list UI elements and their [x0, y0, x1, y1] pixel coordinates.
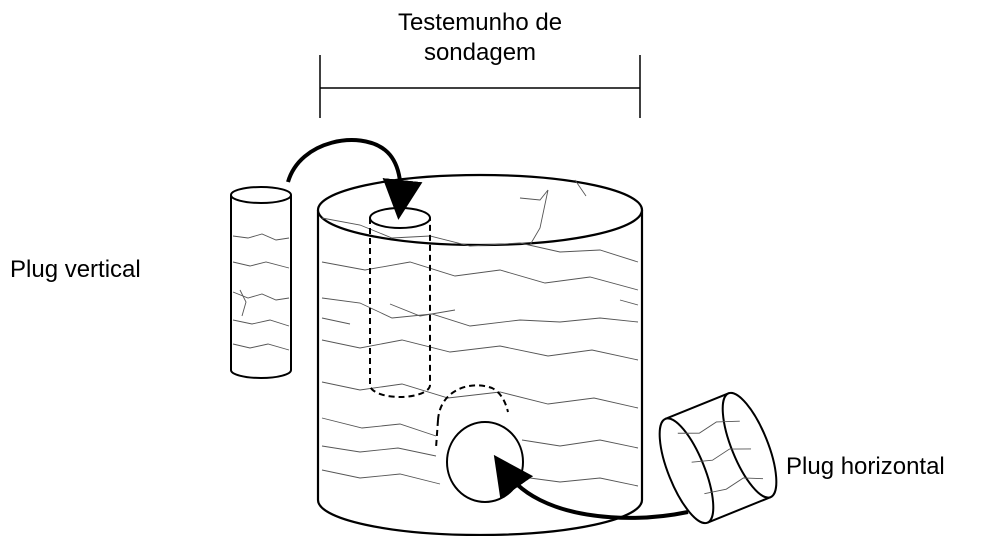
core-title-line2: sondagem [423, 39, 537, 66]
core-texture-lines [321, 179, 639, 487]
core-title-line1: Testemunho de [397, 9, 563, 36]
horizontal-plug-label: Plug horizontal [786, 453, 945, 480]
horizontal-plug [658, 391, 778, 525]
core-top-face [316, 173, 644, 247]
dimension-bracket [319, 55, 641, 118]
vertical-plug-arrow [286, 138, 423, 220]
horizontal-plug-texture [677, 420, 764, 495]
vertical-plug-texture [232, 233, 290, 351]
vertical-plug-label: Plug vertical [10, 256, 141, 283]
horizontal-hole-face [446, 421, 524, 503]
vertical-plug [230, 186, 292, 379]
core-title-label: Testemunho de sondagem [300, 8, 660, 68]
horizontal-plug-arrow [493, 454, 689, 520]
